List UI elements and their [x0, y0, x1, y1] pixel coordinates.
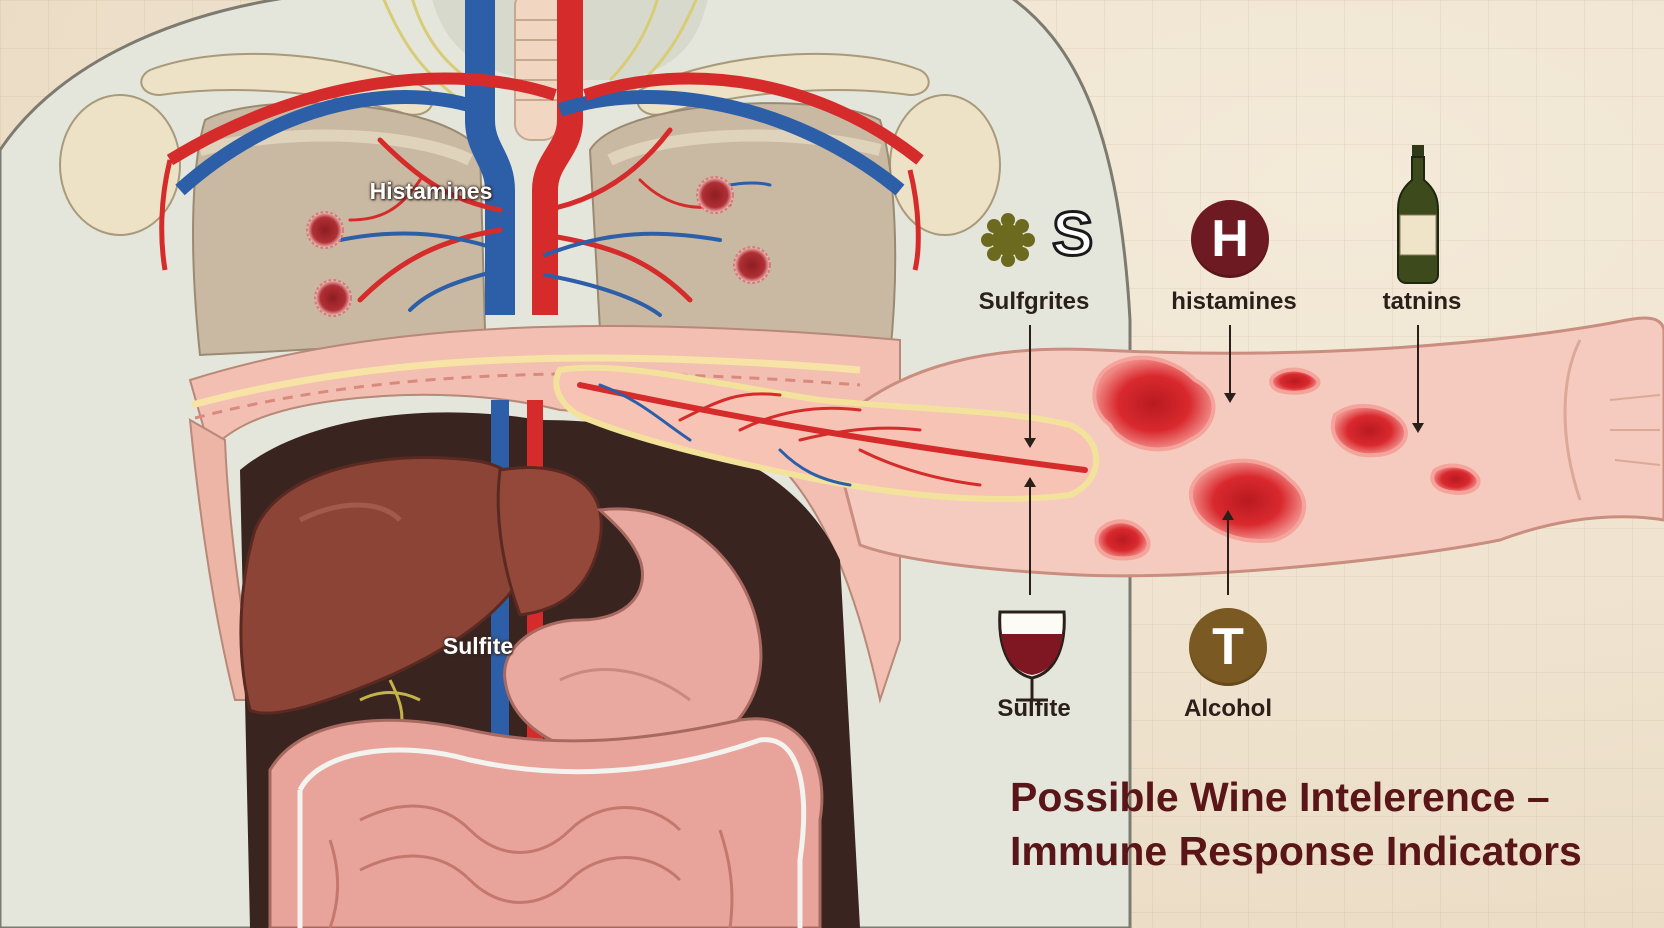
indicator-leader-lines — [1029, 325, 1419, 595]
intestines — [268, 717, 824, 928]
leader-arrowheads — [1024, 393, 1424, 520]
alcohol-t-icon: T — [1189, 608, 1267, 686]
skin-hives — [1092, 355, 1481, 561]
lungs-histamines-label: Histamines — [369, 178, 493, 204]
diagram-title: Possible Wine Intelerence – Immune Respo… — [1010, 770, 1610, 878]
right-subclavian-vein — [557, 90, 905, 196]
wine-glass-icon — [998, 610, 1066, 702]
forearm-skin — [828, 316, 1664, 578]
right-shoulder-bone — [889, 94, 1001, 236]
lobe-vessels — [577, 382, 1088, 487]
sulfites-indicator-label: Sulfgrites — [978, 288, 1090, 315]
sulfite-s-icon: S — [1050, 199, 1094, 271]
stomach — [503, 507, 763, 763]
histamine-h-icon: H — [1191, 200, 1269, 278]
left-shoulder-bone — [59, 94, 181, 236]
tannins-indicator-label: tatnins — [1382, 288, 1462, 315]
alcohol-indicator-label: Alcohol — [1184, 695, 1272, 722]
sulfite-glass-indicator-label: Sulfite — [997, 695, 1071, 722]
title-line-1: Possible Wine Intelerence – — [1010, 774, 1550, 820]
liver — [239, 456, 536, 715]
sulfite-gear-icon — [981, 213, 1035, 267]
title-line-2: Immune Response Indicators — [1010, 828, 1582, 874]
right-subclavian-artery — [583, 72, 924, 165]
neck-nerves — [382, 0, 698, 102]
left-subclavian-artery — [166, 72, 557, 166]
aorta — [532, 0, 583, 315]
abdomen-sulfite-label: Sulfite — [442, 633, 514, 659]
histamines-indicator-label: histamines — [1171, 288, 1297, 315]
left-subclavian-vein — [175, 90, 488, 196]
small-intestine-folds — [328, 804, 734, 928]
large-intestine-outline — [297, 737, 807, 928]
wine-bottle-icon — [1397, 145, 1439, 284]
vena-cava — [465, 0, 515, 315]
